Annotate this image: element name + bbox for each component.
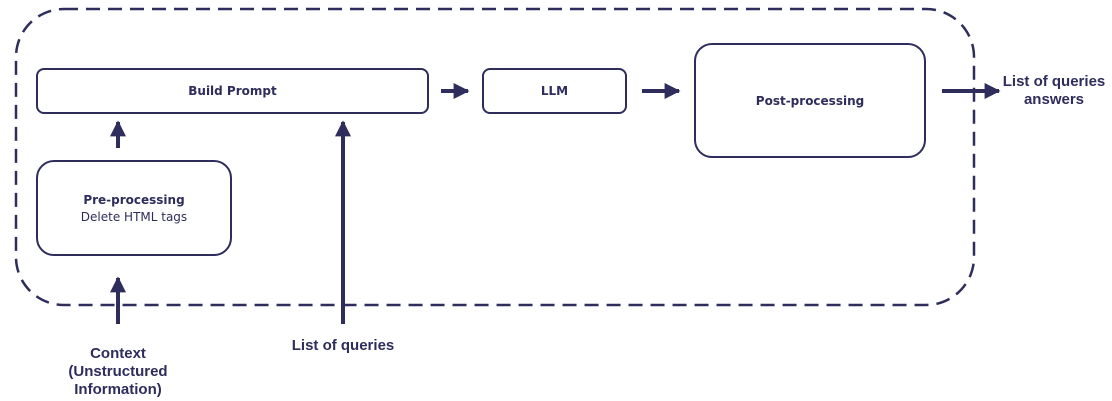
post-processing-box: Post-processing [694, 43, 926, 158]
pipeline-boundary [14, 7, 976, 307]
context-label: Context (Unstructured Information) [68, 345, 168, 398]
llm-box: LLM [482, 68, 627, 114]
post-processing-label: Post-processing [755, 93, 865, 108]
build-prompt-box: Build Prompt [36, 68, 429, 114]
queries-label: List of queries [291, 337, 395, 354]
llm-label: LLM [540, 84, 569, 98]
build-prompt-label: Build Prompt [188, 84, 277, 98]
pre-processing-label: Pre-processing [83, 192, 185, 207]
answers-label: List of queries answers [1002, 73, 1106, 108]
pre-processing-box: Pre-processing Delete HTML tags [36, 160, 232, 256]
pre-processing-subtitle: Delete HTML tags [80, 209, 188, 224]
